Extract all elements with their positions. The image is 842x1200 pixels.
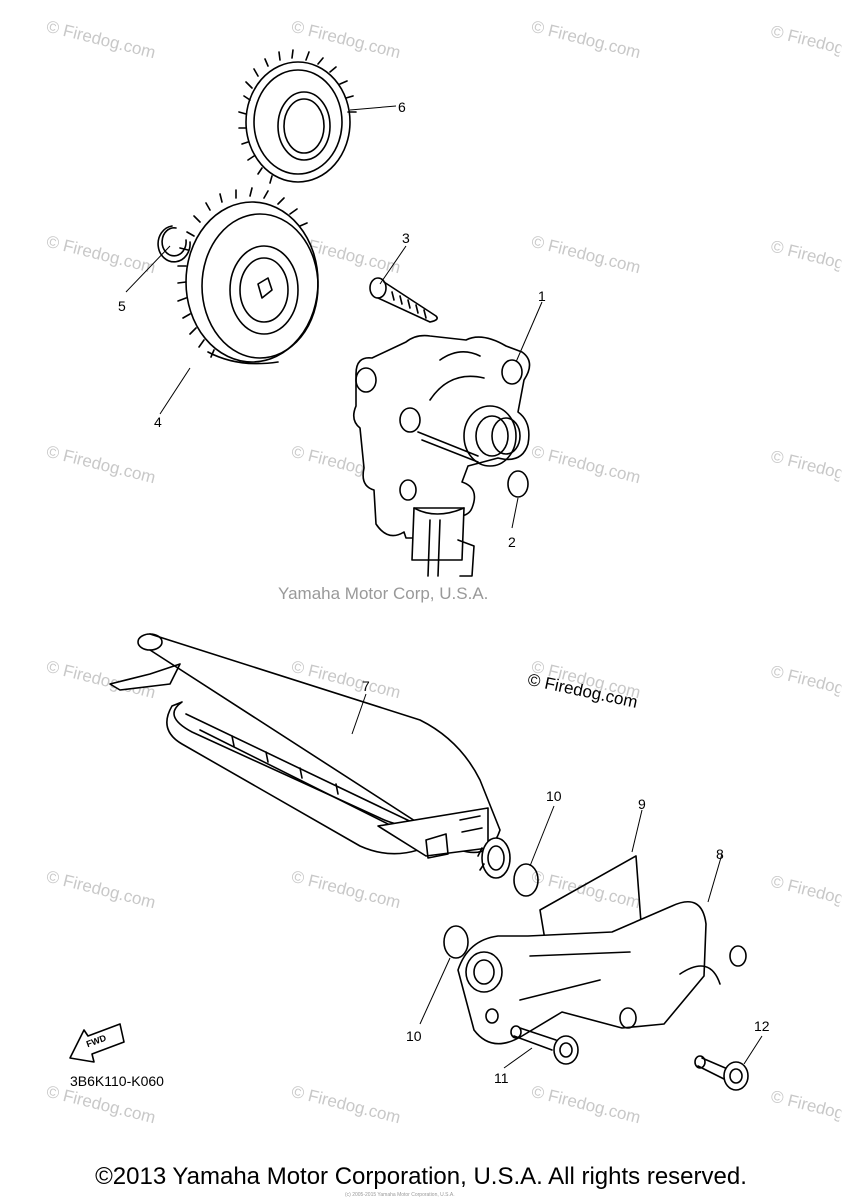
callout-7: 7 <box>362 678 370 694</box>
callout-1: 1 <box>538 288 546 304</box>
callout-2: 2 <box>508 534 516 550</box>
callout-8: 8 <box>716 846 724 862</box>
gear-large-part-4 <box>177 187 319 365</box>
fine-print: (c) 2005-2015 Yamaha Motor Corporation, … <box>345 1192 455 1198</box>
screw-part-11 <box>510 1025 579 1065</box>
diagram-code: 3B6K110-K060 <box>70 1073 164 1089</box>
callout-3: 3 <box>402 230 410 246</box>
fwd-arrow-icon <box>69 1023 125 1063</box>
callout-5: 5 <box>118 298 126 314</box>
callout-12: 12 <box>754 1018 770 1034</box>
oil-pipe-part-8 <box>457 901 747 1045</box>
callout-10-lower: 10 <box>406 1028 422 1044</box>
oil-strainer-part-7 <box>109 633 511 879</box>
screw-part-12 <box>694 1055 749 1091</box>
gear-small-part-6 <box>238 49 357 184</box>
callout-4: 4 <box>154 414 162 430</box>
bolt-part-3 <box>369 277 438 323</box>
oil-pump-part-1 <box>352 334 531 577</box>
callout-6: 6 <box>398 99 406 115</box>
o-ring-part-10-upper <box>513 863 539 897</box>
o-ring-part-10-lower <box>443 925 469 959</box>
o-ring-part-2 <box>507 470 529 498</box>
copyright-notice: ©2013 Yamaha Motor Corporation, U.S.A. A… <box>95 1163 747 1190</box>
callout-10-upper: 10 <box>546 788 562 804</box>
circlip-part-5 <box>157 225 191 263</box>
sub-credit: Yamaha Motor Corp, U.S.A. <box>278 584 489 603</box>
callout-9: 9 <box>638 796 646 812</box>
leader-lines <box>125 105 763 1069</box>
callout-11: 11 <box>494 1070 509 1086</box>
